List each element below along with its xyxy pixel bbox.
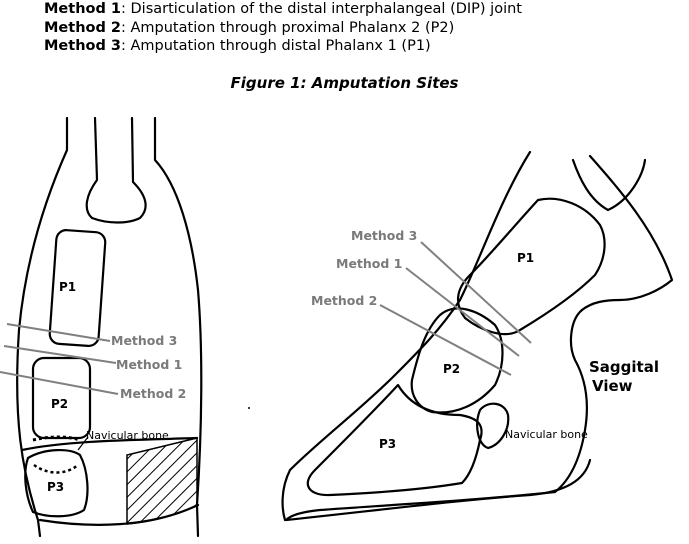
front-navicular-dots [32,435,81,442]
front-method-1-line [3,345,117,364]
method-list: Method 1: Disarticulation of the distal … [44,0,522,56]
side-heel-line [284,458,592,522]
front-method-2-label: Method 2 [120,386,186,401]
side-navicular-bone [476,402,510,450]
side-method-2-line [379,304,512,376]
method-3-text: : Amputation through distal Phalanx 1 (P… [121,38,431,54]
side-p1-bone [457,197,606,336]
front-p2-bone [31,356,92,440]
side-method-1-line [405,267,520,357]
front-p3-dots [33,463,79,474]
front-view: P1 P2 P3 Method 3 Method 1 Method 2 Navi… [0,116,203,538]
side-method-1-label: Method 1 [336,256,402,271]
method-2-row: Method 2: Amputation through proximal Ph… [44,19,522,38]
front-hoof-hatch [126,437,198,525]
front-method-3-label: Method 3 [111,333,177,348]
front-navicular-pointer [77,436,89,451]
side-limb-outline [281,150,532,522]
method-3-label: Method 3 [44,38,121,54]
method-1-text: : Disarticulation of the distal interpha… [121,1,522,17]
front-limb-outline [16,116,203,538]
side-p3-label: P3 [379,437,396,451]
figure-caption: Figure 1: Amputation Sites [230,74,459,92]
side-p2-bone [410,307,504,414]
front-p3-label: P3 [47,480,64,494]
front-cannon-bone [85,116,147,224]
side-view-title-line1: Saggital [589,358,659,376]
front-method-2-line [0,371,119,395]
front-method-3-line [6,323,111,342]
side-p3-bone [306,383,483,497]
method-2-label: Method 2 [44,19,121,36]
side-method-3-line [420,241,532,344]
front-navicular-label: Navicular bone [86,429,169,442]
stray-dot [248,407,250,409]
method-1-label: Method 1 [44,1,121,17]
side-p1-label: P1 [517,251,534,265]
side-cannon-bone [571,158,647,212]
front-p1-bone [48,229,107,348]
method-1-row: Method 1: Disarticulation of the distal … [44,0,522,19]
method-3-row: Method 3: Amputation through distal Phal… [44,37,522,56]
side-navicular-label: Navicular bone [505,428,588,441]
side-method-3-label: Method 3 [351,228,417,243]
front-p2-label: P2 [51,397,68,411]
side-hoof-outline [284,308,589,522]
side-limb-back [580,154,674,312]
method-2-text: : Amputation through proximal Phalanx 2 … [121,19,455,36]
front-method-1-label: Method 1 [116,357,182,372]
front-p1-label: P1 [59,280,76,294]
side-method-2-label: Method 2 [311,293,377,308]
side-view-title-line2: View [592,377,633,395]
front-hoof-line [20,436,199,452]
sagittal-view: P1 P2 P3 Method 3 Method 1 Method 2 Navi… [281,150,674,522]
side-p2-label: P2 [443,362,460,376]
front-p3-bone [24,449,89,518]
